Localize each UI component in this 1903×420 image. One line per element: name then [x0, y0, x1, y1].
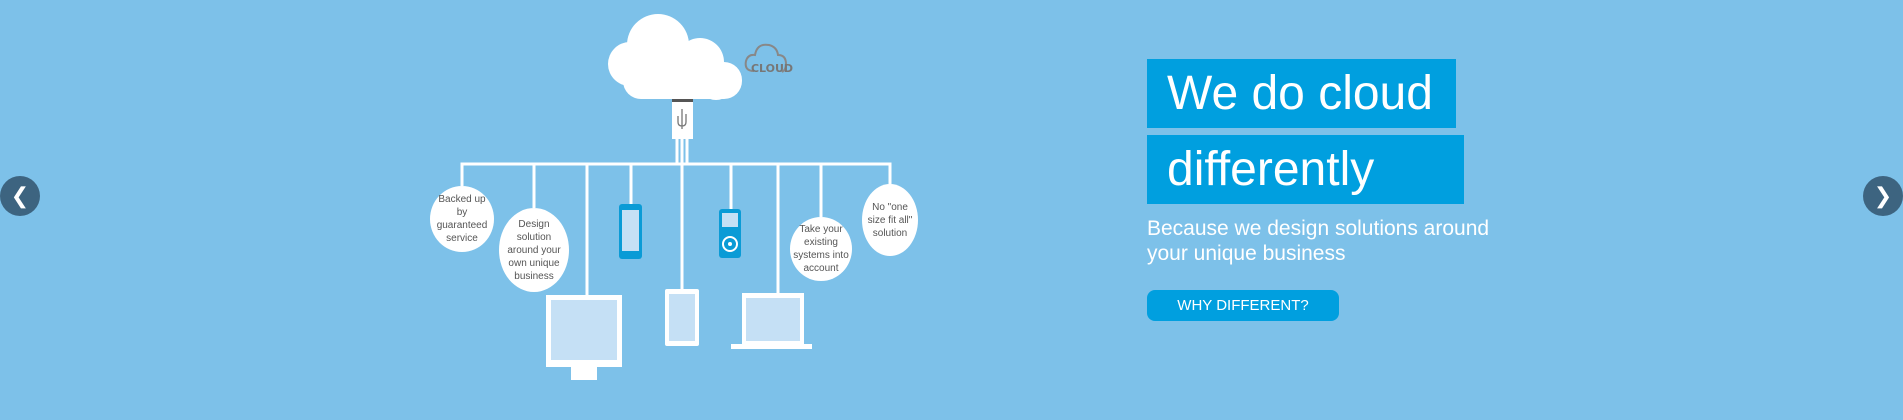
- feature-bubble: No "one size fit all" solution: [862, 184, 918, 256]
- carousel-next-button[interactable]: ❯: [1863, 176, 1903, 216]
- feature-bubble: Design solution around your own unique b…: [499, 208, 569, 292]
- tablet-icon: [665, 289, 699, 346]
- usb-connector-icon: [672, 99, 693, 139]
- cloud-label: CLOUD: [751, 62, 793, 75]
- phone-icon: [619, 204, 642, 259]
- why-different-button[interactable]: WHY DIFFERENT?: [1147, 290, 1339, 321]
- hero-subtitle: Because we design solutions around your …: [1147, 217, 1490, 265]
- cloud-icon: [608, 14, 742, 100]
- small-cloud-outline-icon: [744, 43, 788, 73]
- laptop-icon: [731, 293, 812, 349]
- monitor-icon: [546, 295, 622, 380]
- chevron-right-icon: ❯: [1873, 183, 1893, 209]
- music-player-icon: [719, 209, 741, 258]
- feature-bubble: Backed up by guaranteed service: [430, 186, 494, 252]
- carousel-prev-button[interactable]: ❮: [0, 176, 40, 216]
- headline-line-1: We do cloud: [1147, 59, 1456, 128]
- headline-line-2: differently: [1147, 135, 1464, 204]
- chevron-left-icon: ❮: [10, 183, 30, 209]
- feature-bubble: Take your existing systems into account: [790, 217, 852, 281]
